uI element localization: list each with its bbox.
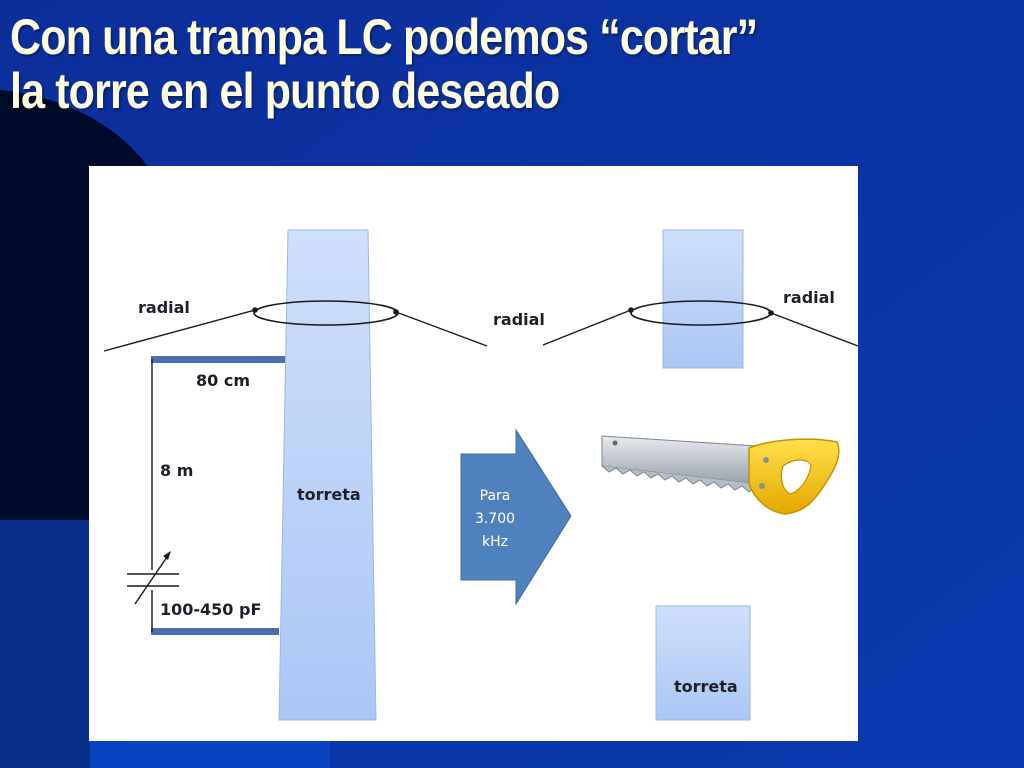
- slide-title: Con una trampa LC podemos “cortar” la to…: [10, 10, 870, 118]
- title-line-2: la torre en el punto deseado: [10, 63, 560, 119]
- frequency-arrow: Para 3.700 kHz: [460, 428, 572, 606]
- diagram-panel: radial 80 cm 8 m 100-450 pF torreta Para…: [89, 166, 858, 741]
- right-tower-label: torreta: [674, 677, 738, 696]
- right-radial-wire-right: [770, 312, 858, 347]
- variable-capacitor-icon: [127, 551, 179, 605]
- left-tower: [278, 229, 377, 721]
- right-ring-node-left: [628, 307, 634, 313]
- saw-teeth: [601, 465, 758, 493]
- saw-handle-grip-hole: [780, 459, 812, 495]
- right-tower-top-section: [662, 229, 744, 369]
- left-diagram: radial 80 cm 8 m 100-450 pF torreta: [103, 229, 488, 721]
- right-radial-wire-left: [542, 309, 632, 346]
- left-ring-node-left: [252, 307, 258, 313]
- saw-handle-screw-1: [763, 457, 769, 463]
- trap-top-bar: [151, 356, 285, 363]
- saw-handle-screw-2: [759, 483, 765, 489]
- left-tower-label: torreta: [297, 485, 361, 504]
- left-radial-label: radial: [138, 298, 190, 317]
- arrow-text-line-1: Para: [480, 488, 511, 504]
- capacitor-label: 100-450 pF: [160, 600, 261, 619]
- trap-bottom-bar: [151, 628, 279, 635]
- left-radial-wire-right: [395, 311, 488, 347]
- diagram-svg: radial 80 cm 8 m 100-450 pF torreta Para…: [103, 229, 858, 721]
- left-radial-wire-left: [103, 309, 256, 352]
- right-diagram: radial radial torreta: [493, 229, 858, 721]
- title-line-1: Con una trampa LC podemos “cortar”: [10, 9, 758, 65]
- hand-saw-icon: [601, 435, 840, 515]
- saw-blade-hole: [612, 440, 618, 446]
- right-ring-node-right: [768, 310, 774, 316]
- left-ring-node-right: [393, 309, 399, 315]
- arrow-shape: [460, 428, 572, 606]
- trap-width-label: 80 cm: [196, 371, 250, 390]
- arrow-text-line-3: kHz: [482, 534, 508, 550]
- right-radial-right-label: radial: [783, 288, 835, 307]
- trap-height-label: 8 m: [160, 461, 193, 480]
- arrow-text-line-2: 3.700: [475, 511, 515, 527]
- right-tower-bottom-section: [655, 605, 751, 721]
- right-radial-left-label: radial: [493, 310, 545, 329]
